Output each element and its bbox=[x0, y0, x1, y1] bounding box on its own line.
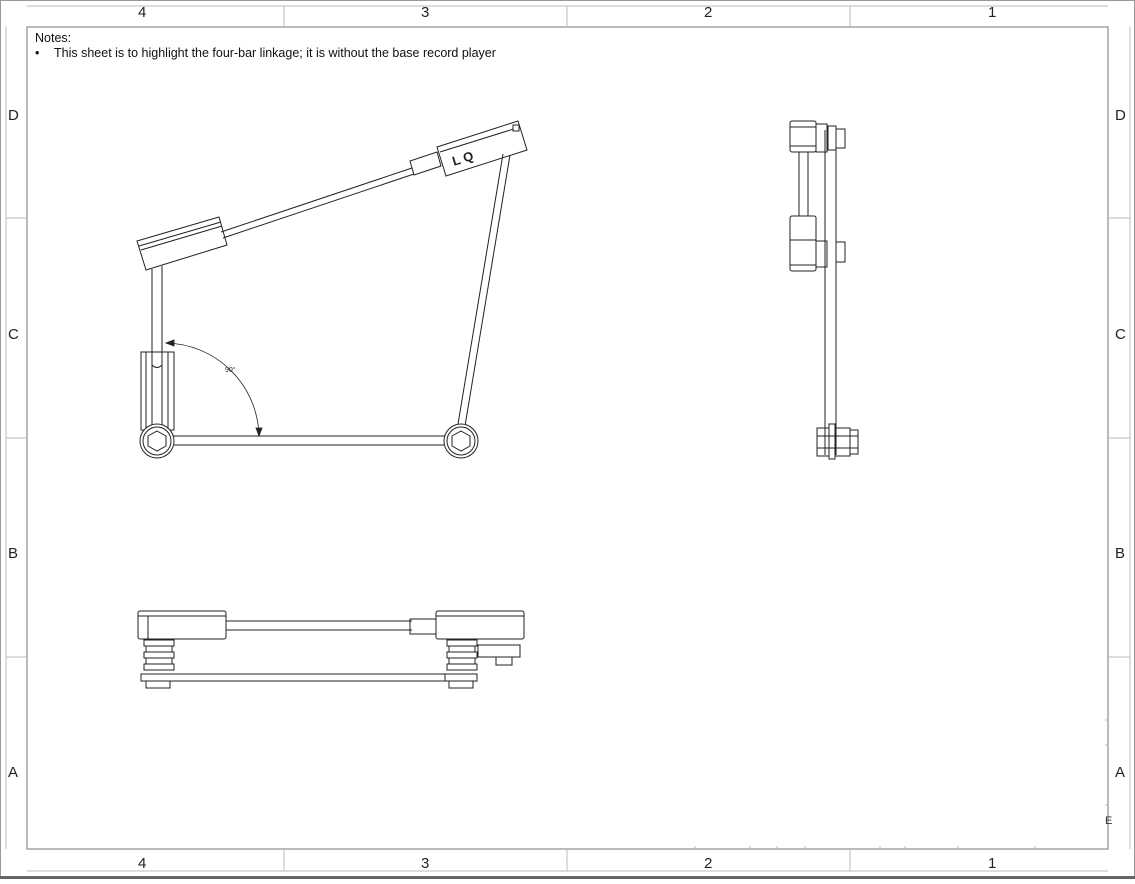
side-view bbox=[789, 120, 859, 460]
bottom-edge bbox=[0, 876, 1135, 879]
row-label-a-right: A bbox=[1115, 764, 1126, 781]
notes-item: • This sheet is to highlight the four-bar… bbox=[35, 46, 496, 61]
col-label-4-top: 4 bbox=[138, 4, 147, 21]
notes-block: Notes: • This sheet is to highlight the f… bbox=[35, 31, 496, 61]
row-label-d-right: D bbox=[1115, 107, 1126, 124]
bullet-icon: • bbox=[35, 46, 40, 60]
col-label-3-top: 3 bbox=[421, 4, 430, 21]
col-label-2-top: 2 bbox=[704, 4, 713, 21]
left-pivot bbox=[139, 423, 175, 459]
coupler-rod bbox=[220, 151, 442, 239]
part-marking: L Q bbox=[450, 148, 475, 169]
col-label-2-bottom: 2 bbox=[704, 855, 713, 872]
row-label-c-left: C bbox=[8, 326, 19, 343]
col-label-4-bottom: 4 bbox=[138, 855, 147, 872]
notes-title: Notes: bbox=[35, 31, 72, 45]
row-label-b-right: B bbox=[1115, 545, 1126, 562]
row-label-c-right: C bbox=[1115, 326, 1126, 343]
left-link bbox=[140, 266, 175, 432]
col-label-1-top: 1 bbox=[988, 4, 997, 21]
title-block-ticks bbox=[694, 719, 1108, 849]
zone-ticks bbox=[5, 5, 1131, 872]
edge-letter: E bbox=[1105, 815, 1113, 827]
inner-border bbox=[26, 26, 1109, 850]
col-label-3-bottom: 3 bbox=[421, 855, 430, 872]
bottom-view bbox=[137, 610, 525, 689]
row-label-a-left: A bbox=[8, 764, 19, 781]
angle-dimension-label: 90° bbox=[225, 367, 236, 374]
right-pivot bbox=[443, 423, 479, 459]
angle-dimension bbox=[164, 339, 263, 438]
col-label-1-bottom: 1 bbox=[988, 855, 997, 872]
right-rocker bbox=[456, 153, 511, 433]
row-label-d-left: D bbox=[8, 107, 19, 124]
upper-left-block bbox=[136, 216, 228, 271]
upper-right-block bbox=[436, 120, 528, 177]
notes-item-text: This sheet is to highlight the four-bar … bbox=[54, 46, 496, 60]
row-label-b-left: B bbox=[8, 545, 19, 562]
ground-link bbox=[172, 435, 446, 446]
front-view bbox=[136, 120, 528, 459]
